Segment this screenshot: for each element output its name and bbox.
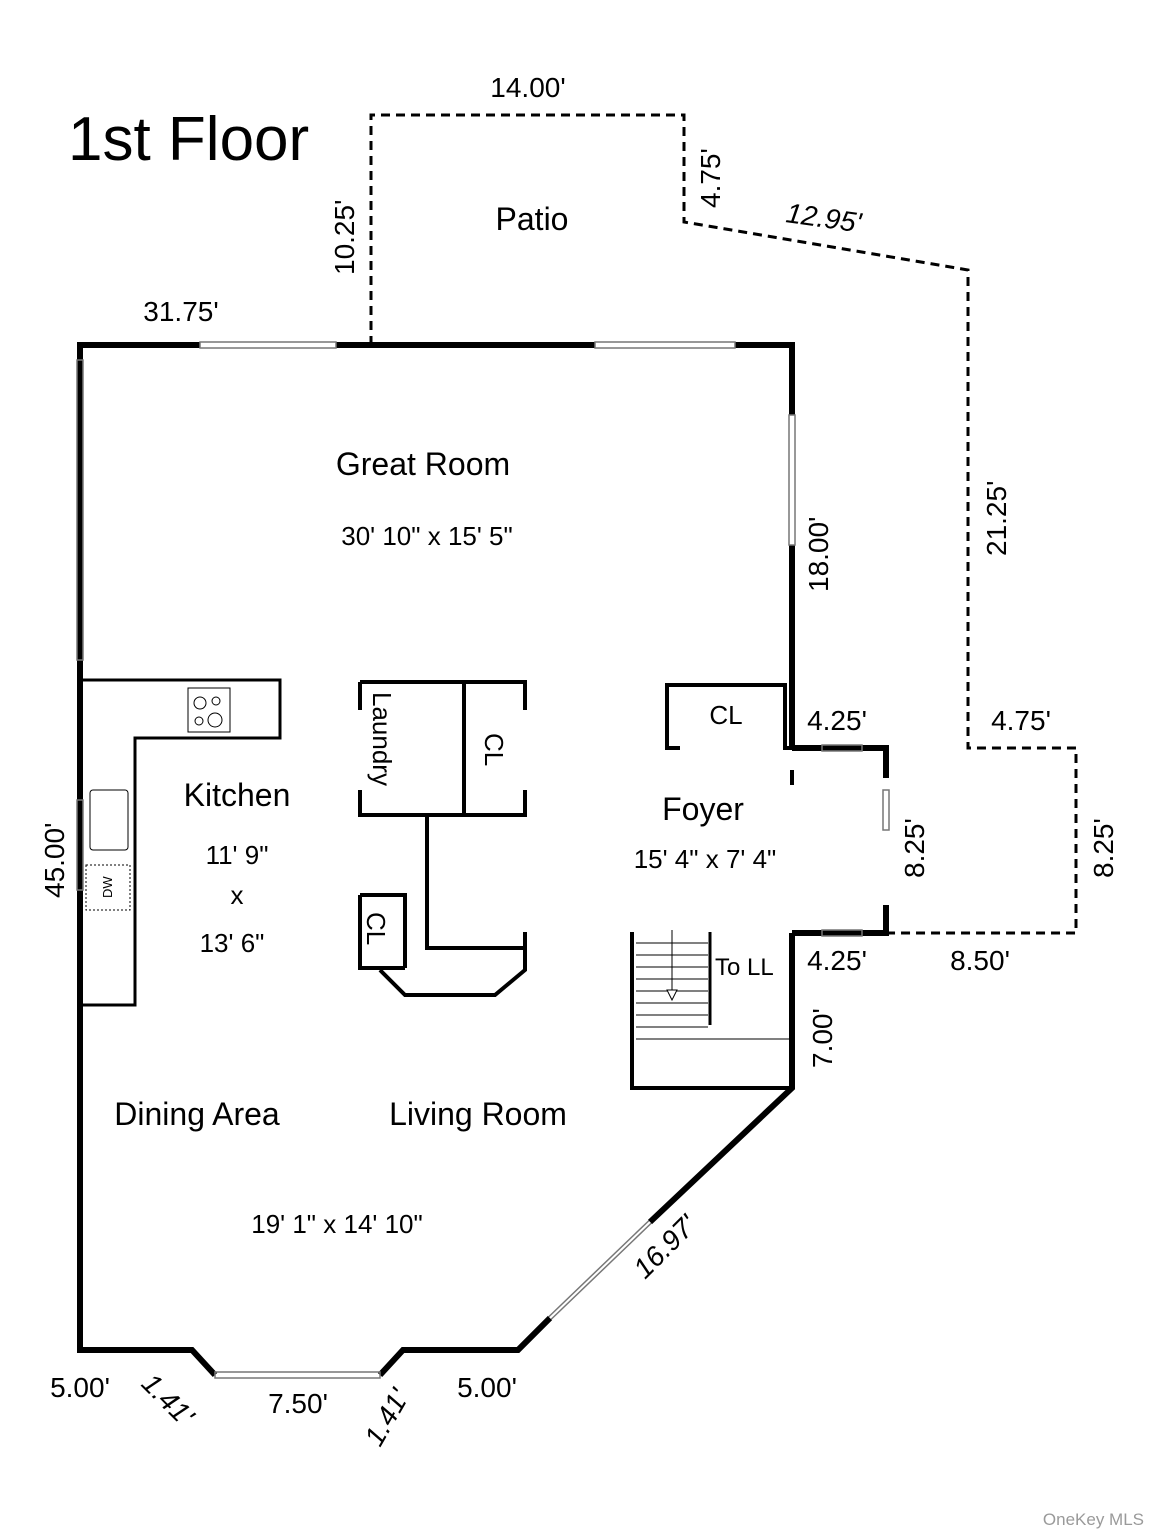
dim-ext-bottom: 8.50' <box>950 945 1010 976</box>
dim-bottom-right-angle: 1.41' <box>358 1382 416 1451</box>
room-living-room: Living Room <box>389 1096 567 1132</box>
dim-ext-right: 21.25' <box>981 481 1012 556</box>
dishwasher-label: DW <box>100 876 115 898</box>
dim-great-top: 31.75' <box>143 296 218 327</box>
watermark: OneKey MLS <box>1042 1510 1144 1529</box>
closet-label-1: CL <box>479 733 509 766</box>
patio-outline <box>369 113 1078 935</box>
dim-foyer-side: 8.25' <box>899 818 930 878</box>
dim-bottom-right: 5.00' <box>457 1372 517 1403</box>
kitchen-counter <box>80 678 282 1007</box>
dim-ext-step: 4.75' <box>991 705 1051 736</box>
dim-great-right: 18.00' <box>803 517 834 592</box>
dim-foyer-top: 4.25' <box>807 705 867 736</box>
dim-diag-wall: 16.97' <box>627 1208 703 1284</box>
kitchen-size-h: 13' 6" <box>200 928 265 958</box>
dim-left-wall: 45.00' <box>39 823 70 898</box>
room-foyer: Foyer <box>662 791 744 827</box>
dim-bottom-left: 5.00' <box>50 1372 110 1403</box>
room-laundry: Laundry <box>367 692 397 786</box>
kitchen-size-x: x <box>231 880 244 910</box>
great-room-size: 30' 10" x 15' 5" <box>341 521 513 551</box>
dim-patio-left: 10.25' <box>329 200 360 275</box>
dim-patio-diag: 12.95' <box>784 197 865 238</box>
stairs <box>636 930 790 1040</box>
dim-ext-right-lower: 8.25' <box>1088 818 1119 878</box>
living-size: 19' 1" x 14' 10" <box>251 1209 423 1239</box>
page-title: 1st Floor <box>68 105 309 174</box>
stairs-label: To LL <box>715 954 774 981</box>
dim-bottom-left-angle: 1.41' <box>136 1367 201 1432</box>
windows <box>76 341 890 1379</box>
dim-patio-top: 14.00' <box>490 72 565 103</box>
interior-walls <box>358 680 794 1090</box>
room-great-room: Great Room <box>336 446 510 482</box>
dim-foyer-bottom: 4.25' <box>807 945 867 976</box>
room-patio: Patio <box>496 201 569 237</box>
kitchen-size-w: 11' 9" <box>206 840 269 870</box>
room-dining-area: Dining Area <box>114 1096 280 1132</box>
dim-stair-side: 7.00' <box>807 1008 838 1068</box>
dim-bottom-center: 7.50' <box>268 1388 328 1419</box>
dim-patio-right: 4.75' <box>695 148 726 208</box>
closet-label-3: CL <box>709 700 742 730</box>
room-kitchen: Kitchen <box>184 777 291 813</box>
foyer-size: 15' 4" x 7' 4" <box>634 844 777 874</box>
closet-label-2: CL <box>361 912 391 945</box>
